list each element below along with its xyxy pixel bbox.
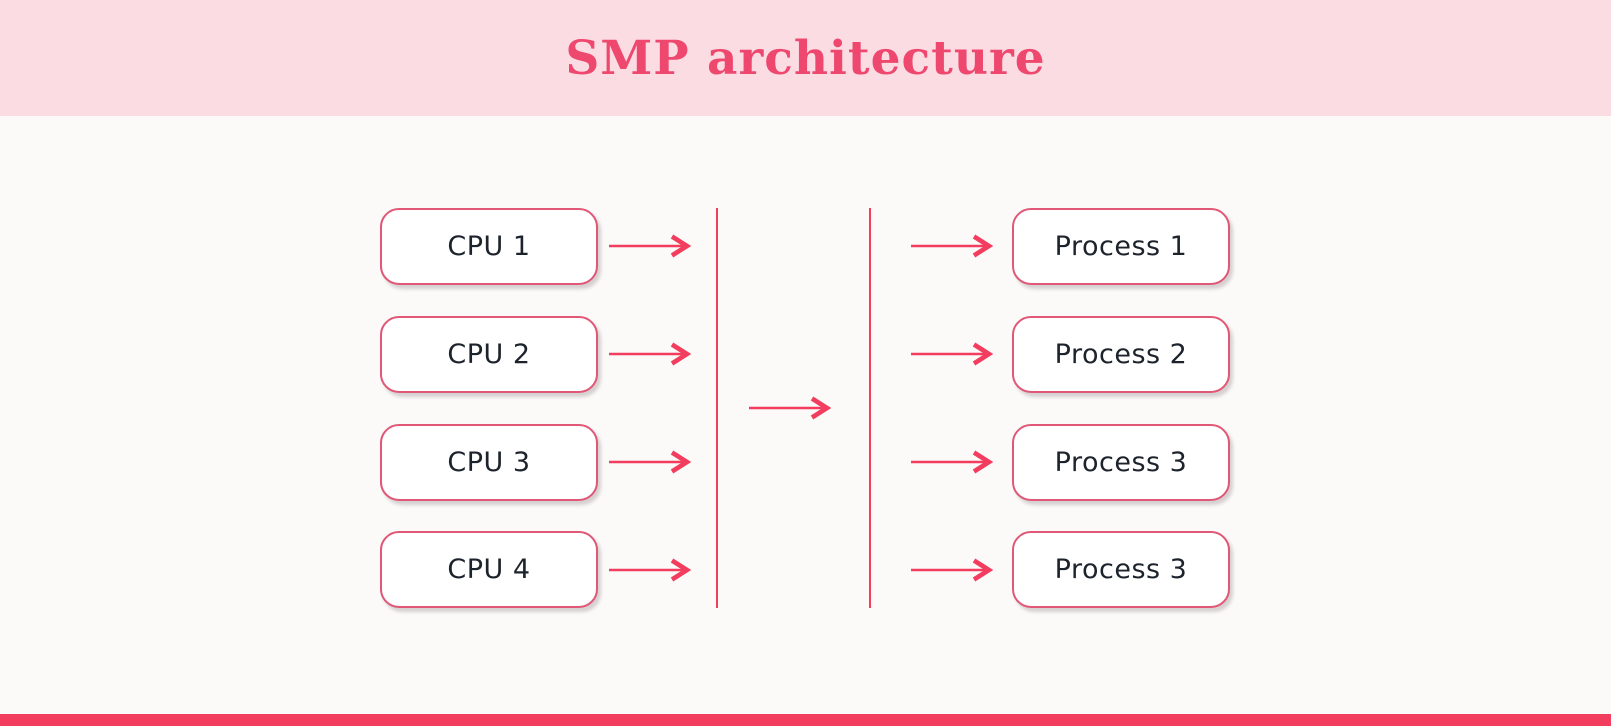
process-node-label: Process 1 (1054, 231, 1188, 262)
arrow-right-icon (911, 234, 994, 258)
cpu-node-label: CPU 2 (447, 339, 531, 370)
cpu-node-label: CPU 4 (447, 554, 531, 585)
process-node: Process 3 (1012, 424, 1230, 501)
arrow-right-icon (609, 558, 692, 582)
process-node: Process 2 (1012, 316, 1230, 393)
arrow-right-icon (911, 558, 994, 582)
cpu-node-label: CPU 3 (447, 447, 531, 478)
cpu-node: CPU 3 (380, 424, 598, 501)
arrow-right-icon (609, 450, 692, 474)
arrow-right-icon (911, 450, 994, 474)
arrow-right-icon (911, 342, 994, 366)
process-node: Process 1 (1012, 208, 1230, 285)
center-arrow-right-icon (749, 396, 832, 420)
bus-line-left (716, 208, 718, 608)
arrow-right-icon (609, 234, 692, 258)
cpu-node: CPU 2 (380, 316, 598, 393)
process-node-label: Process 3 (1054, 447, 1188, 478)
cpu-node-label: CPU 1 (447, 231, 531, 262)
diagram-canvas: CPU 1 CPU 2 CPU 3 CPU 4 (0, 116, 1611, 726)
process-node-label: Process 2 (1054, 339, 1188, 370)
cpu-node: CPU 4 (380, 531, 598, 608)
cpu-node: CPU 1 (380, 208, 598, 285)
page-title: SMP architecture (565, 30, 1046, 86)
process-node-label: Process 3 (1054, 554, 1188, 585)
footer-accent-bar (0, 714, 1611, 726)
arrow-right-icon (609, 342, 692, 366)
process-node: Process 3 (1012, 531, 1230, 608)
header-banner: SMP architecture (0, 0, 1611, 116)
bus-line-right (869, 208, 871, 608)
